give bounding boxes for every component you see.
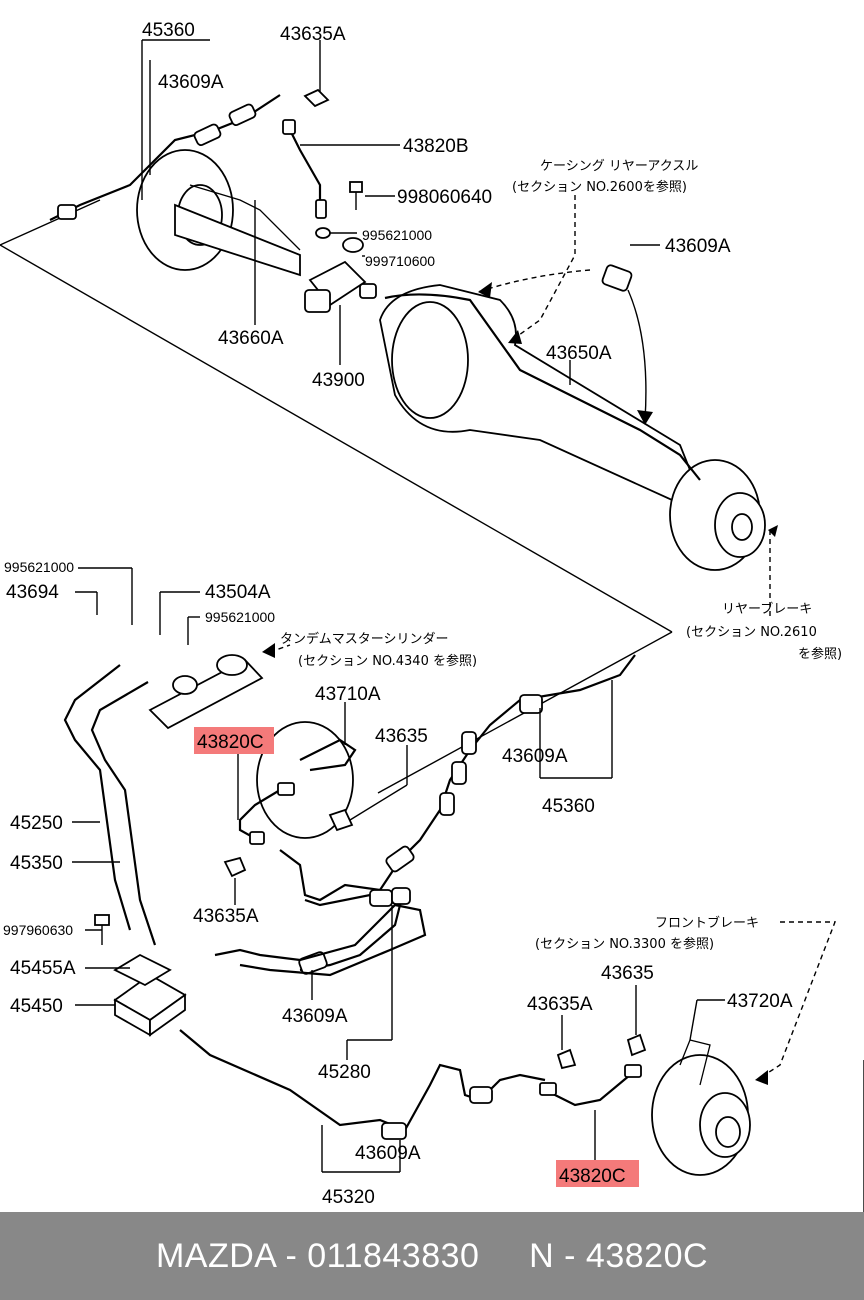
label-45280: 45280 xyxy=(318,1062,371,1083)
label-43635A-low: 43635A xyxy=(527,994,593,1015)
label-43609A-mid: 43609A xyxy=(502,746,568,767)
label-45350: 45350 xyxy=(10,853,63,874)
note-master-cylinder-2: (セクション NO.4340 を参照) xyxy=(298,653,477,669)
label-43694: 43694 xyxy=(6,582,59,603)
leader-lines-upper xyxy=(141,39,660,385)
footer-bar: MAZDA - 011843830 N - 43820C xyxy=(0,1212,864,1300)
label-45455A: 45455A xyxy=(10,958,76,979)
label-43609A-low: 43609A xyxy=(282,1006,348,1027)
note-rear-brake-3: を参照) xyxy=(798,646,842,662)
part-number-caption: MAZDA - 011843830 N - 43820C xyxy=(155,1236,709,1275)
front-brake-assembly xyxy=(63,643,837,1176)
note-front-brake-2: (セクション NO.3300 を参照) xyxy=(535,936,714,952)
label-43820C-lower: 43820C xyxy=(559,1166,626,1187)
label-45450: 45450 xyxy=(10,996,63,1017)
label-43650A: 43650A xyxy=(546,343,612,364)
note-rear-brake-2: (セクション NO.2610 xyxy=(686,625,817,640)
label-43720A: 43720A xyxy=(727,991,793,1012)
label-43900: 43900 xyxy=(312,370,365,391)
label-43660A: 43660A xyxy=(218,328,284,349)
label-997960630: 997960630 xyxy=(3,922,73,938)
label-45360-mid: 45360 xyxy=(542,796,595,817)
note-master-cylinder-1: タンデムマスターシリンダー xyxy=(280,631,448,647)
label-43820C-upper: 43820C xyxy=(197,732,264,753)
label-43635-mid: 43635 xyxy=(375,726,428,747)
label-43635-low: 43635 xyxy=(601,963,654,984)
note-rear-axle-1: ケーシング リヤーアクスル xyxy=(540,159,698,174)
label-43609A-bottom: 43609A xyxy=(355,1143,421,1164)
label-43710A: 43710A xyxy=(315,684,381,705)
note-rear-brake-1: リヤーブレーキ xyxy=(722,601,812,617)
rear-axle-assembly xyxy=(49,88,778,620)
highlight-upper-43820C xyxy=(194,727,274,754)
label-995621000-left: 995621000 xyxy=(4,559,74,575)
label-45360-top: 45360 xyxy=(142,20,195,41)
label-45250: 45250 xyxy=(10,813,63,834)
leader-lines-lower xyxy=(72,567,725,1173)
label-43609A-top: 43609A xyxy=(158,72,224,93)
label-43635A-mid: 43635A xyxy=(193,906,259,927)
label-43820B: 43820B xyxy=(403,136,469,157)
label-45320: 45320 xyxy=(322,1187,375,1208)
highlight-lower-43820C xyxy=(556,1160,639,1187)
label-43609A-right: 43609A xyxy=(665,236,731,257)
brake-pipe-diagram: 45360 43635A 43609A 43820B 998060640 995… xyxy=(0,20,864,1212)
note-rear-axle-2: (セクション NO.2600を参照) xyxy=(512,179,687,195)
label-43635A-top: 43635A xyxy=(280,24,346,45)
label-995621000-top: 995621000 xyxy=(362,227,432,243)
label-999710600: 999710600 xyxy=(365,253,435,269)
label-43504A: 43504A xyxy=(205,582,271,603)
note-front-brake-1: フロントブレーキ xyxy=(655,915,759,931)
label-995621000-mid: 995621000 xyxy=(205,609,275,625)
label-998060640: 998060640 xyxy=(397,187,492,208)
